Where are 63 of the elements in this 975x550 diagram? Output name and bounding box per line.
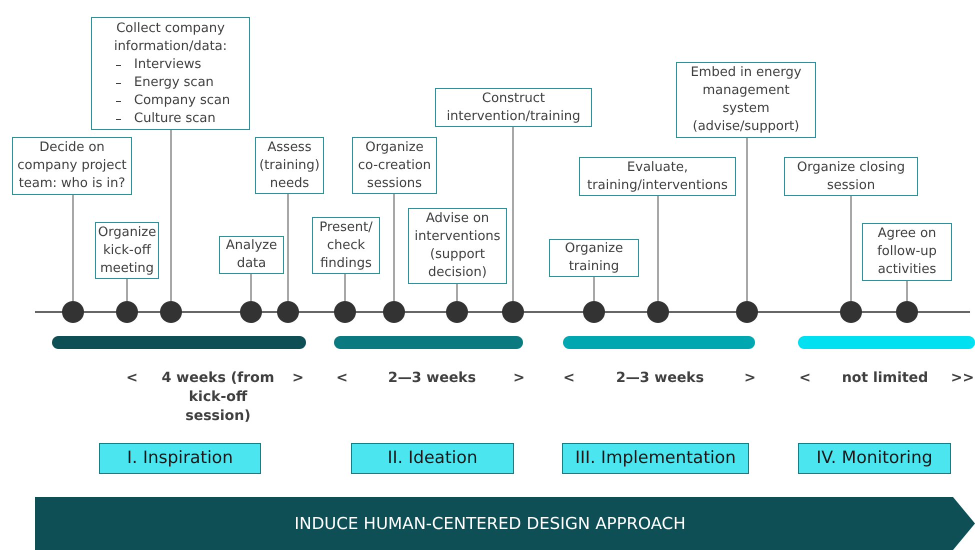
step-box: Agree on follow-up activities (862, 223, 952, 281)
timeline-dot (62, 301, 84, 323)
step-box: Organize closing session (784, 157, 918, 196)
leader-line (344, 274, 346, 301)
duration-text: 2—3 weeks (615, 369, 705, 388)
bracket-mark: > (743, 369, 757, 388)
bracket-mark: < (125, 369, 139, 388)
leader-line (170, 130, 172, 301)
timeline-dot (277, 301, 299, 323)
step-box: Organize co-creation sessions (352, 137, 437, 194)
leader-line (512, 127, 514, 301)
leader-line (250, 274, 252, 301)
list-item: Interviews (94, 56, 247, 74)
phase-box: IV. Monitoring (798, 443, 951, 474)
timeline-dot (840, 301, 862, 323)
bracket-mark: < (798, 369, 812, 388)
leader-line (456, 284, 458, 301)
leader-line (906, 281, 908, 301)
timeline-dot (116, 301, 138, 323)
bracket-mark: > (291, 369, 305, 388)
duration-text: 4 weeks (from kick-off session) (160, 369, 276, 426)
list-item: Energy scan (94, 74, 247, 92)
step-box: Organize kick-off meeting (95, 222, 159, 279)
duration-text: 2—3 weeks (387, 369, 477, 388)
leader-line (126, 279, 128, 301)
leader-line (657, 196, 659, 301)
step-box: Assess (training) needs (255, 137, 324, 194)
step-box: Organize training (549, 239, 639, 277)
step-heading: Collect company information/data: (112, 20, 228, 56)
step-box: Analyze data (219, 236, 284, 274)
step-box: Present/ check findings (312, 217, 380, 274)
phase-box: II. Ideation (351, 443, 514, 474)
leader-line (593, 277, 595, 301)
timeline-dot (446, 301, 468, 323)
bracket-mark: < (562, 369, 576, 388)
bracket-mark: >> (950, 369, 975, 388)
step-box: Decide on company project team: who is in? (12, 137, 132, 195)
duration-text: not limited (840, 369, 930, 388)
leader-line (72, 195, 74, 301)
leader-line (746, 138, 748, 301)
list-item: Company scan (94, 92, 247, 110)
bracket-mark: < (335, 369, 349, 388)
timeline-dot (896, 301, 918, 323)
timeline-dot (647, 301, 669, 323)
step-box: Evaluate, training/interventions (579, 157, 736, 196)
timeline-dot (583, 301, 605, 323)
step-box: Embed in energy management system (advise/support) (676, 62, 816, 138)
timeline-dot (160, 301, 182, 323)
list-item: Culture scan (94, 110, 247, 128)
phase-box: III. Implementation (562, 443, 749, 474)
leader-line (850, 196, 852, 301)
timeline-dot (240, 301, 262, 323)
step-box: Construct intervention/training (435, 88, 592, 127)
bracket-mark: > (512, 369, 526, 388)
timeline-dot (383, 301, 405, 323)
phase-box: I. Inspiration (99, 443, 261, 474)
timeline-dot (736, 301, 758, 323)
leader-line (287, 194, 289, 301)
timeline-dot (334, 301, 356, 323)
step-box (91, 17, 250, 130)
step-box: Advise on interventions (support decision) (408, 208, 507, 284)
timeline-dot (502, 301, 524, 323)
leader-line (393, 194, 395, 301)
